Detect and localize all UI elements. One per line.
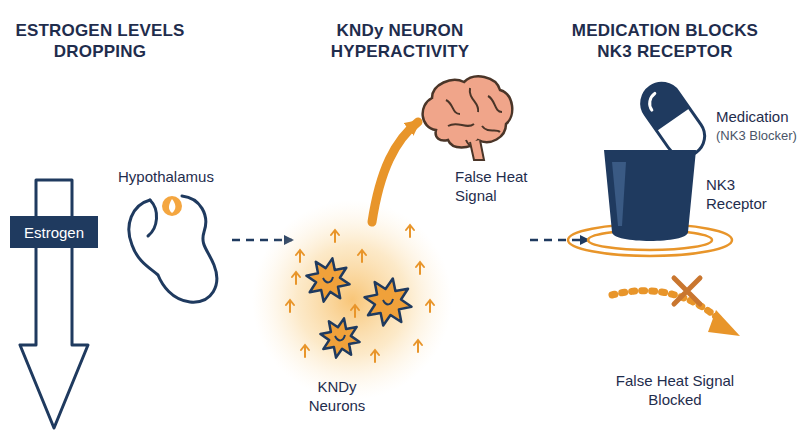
column-heading: KNDy NEURON HYPERACTIVITY — [315, 20, 485, 63]
part-label: KNDy Neurons — [292, 378, 382, 416]
neuron-nucleus — [323, 277, 333, 282]
up-arrow — [296, 250, 304, 262]
flame-icon — [169, 199, 175, 213]
drug-label: Medication — [716, 108, 800, 127]
part-label: Hypothalamus — [118, 168, 238, 187]
neuron-star — [365, 279, 412, 326]
up-arrow — [406, 225, 414, 237]
hypothalamus-outline — [148, 200, 157, 236]
neuron-nucleus — [383, 299, 393, 304]
nk3-receptor — [604, 150, 696, 241]
drug-note: (NK3 Blocker) — [716, 128, 800, 144]
blocked-arrow — [612, 291, 722, 322]
neuron-nucleus — [335, 335, 345, 340]
block-cross — [674, 278, 700, 304]
result-label: False Heat Signal Blocked — [600, 372, 750, 410]
receptor-shine — [612, 162, 626, 226]
up-arrow — [416, 262, 424, 274]
up-arrow — [286, 300, 294, 312]
arrow-head — [708, 310, 740, 336]
dashed-arrow — [530, 239, 588, 242]
neuron-stars — [306, 258, 411, 357]
up-arrow — [351, 305, 359, 317]
up-arrow — [331, 230, 339, 242]
label-box: Estrogen — [10, 216, 98, 248]
up-arrow — [371, 350, 379, 362]
box-label: Estrogen — [24, 224, 84, 241]
hypothalamus-outline — [129, 196, 217, 302]
up-arrow — [358, 250, 366, 262]
glow — [252, 200, 452, 400]
activity-arrows — [286, 225, 434, 362]
signal-label: False Heat Signal — [455, 168, 535, 206]
neuron-star — [306, 258, 349, 301]
up-arrow — [301, 345, 309, 357]
up-arrow — [426, 300, 434, 312]
brain-icon — [423, 76, 513, 160]
signal-arrow — [372, 122, 418, 222]
hot-spot — [162, 196, 182, 216]
column-heading: MEDICATION BLOCKS NK3 RECEPTOR — [560, 20, 770, 63]
neuron-star — [320, 318, 359, 357]
column-heading: ESTROGEN LEVELS DROPPING — [0, 20, 200, 63]
up-arrow — [292, 272, 300, 284]
part-label: NK3 Receptor — [706, 176, 786, 214]
up-arrow — [414, 340, 422, 352]
